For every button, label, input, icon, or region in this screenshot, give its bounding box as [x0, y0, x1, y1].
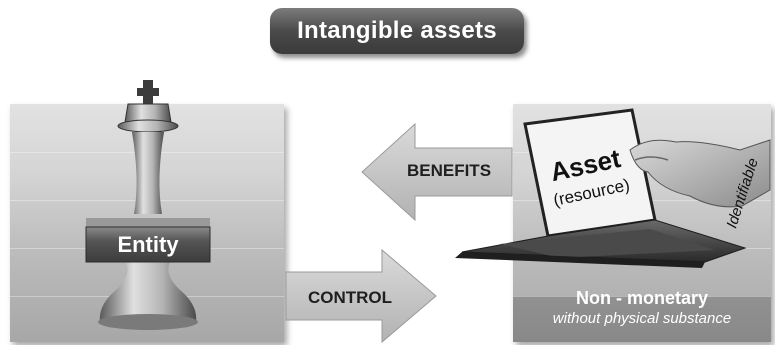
entity-label: Entity [117, 232, 179, 257]
title-text: Intangible assets [297, 17, 497, 44]
panel-band-dark [513, 296, 771, 342]
left-arrow-icon [361, 122, 513, 222]
entity-plaque [85, 226, 211, 263]
hand-icon [629, 139, 771, 208]
physical-substance-label: without physical substance [552, 310, 732, 327]
laptop-icon [455, 108, 747, 268]
entity-plaque-top [86, 218, 210, 227]
chess-king-icon [98, 80, 198, 330]
right-arrow-icon [285, 248, 437, 344]
benefits-label: BENEFITS [406, 161, 492, 180]
control-label: CONTROL [307, 288, 393, 307]
title-banner: Intangible assets [270, 8, 524, 54]
non-monetary-label: Non - monetary [575, 288, 708, 308]
